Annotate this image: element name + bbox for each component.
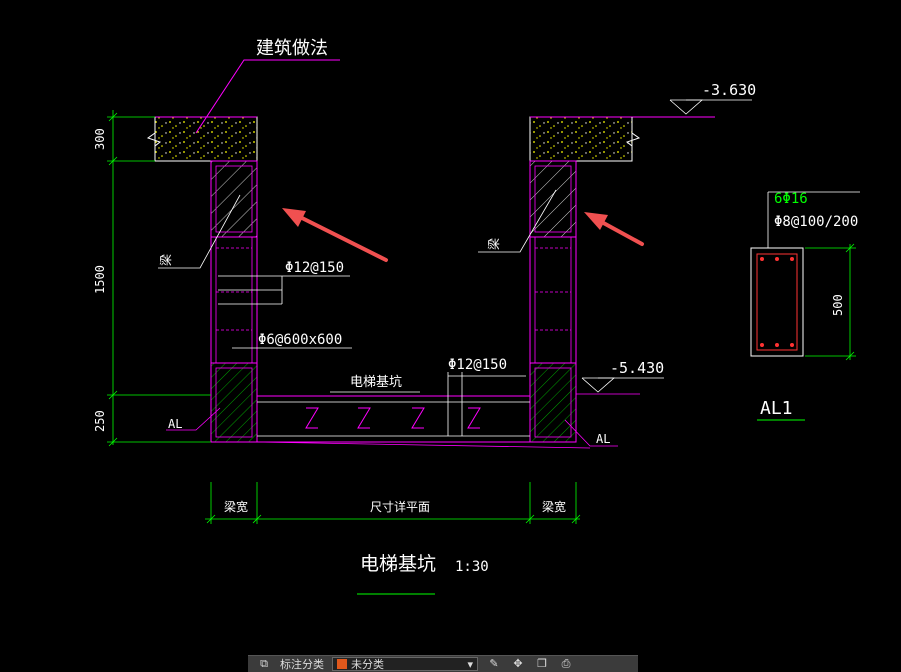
pencil-icon[interactable]: ✎ — [489, 657, 499, 670]
drawing-title: 电梯基坑 — [360, 553, 436, 575]
category-value: 未分类 — [351, 658, 384, 671]
construction-method-leader — [195, 59, 340, 134]
print-icon[interactable]: ⎙ — [561, 657, 571, 670]
left-dimension-line — [107, 110, 211, 447]
left-wall — [210, 236, 258, 364]
left-bottom-foundation — [210, 362, 258, 443]
category-select[interactable]: 未分类 ▾ — [332, 657, 478, 671]
dim-1500: 1500 — [93, 265, 107, 294]
dim-300: 300 — [93, 128, 107, 150]
elevation-top-label: -3.630 — [702, 81, 756, 99]
copy-icon[interactable]: ❐ — [537, 657, 547, 670]
rebar-phi6-label: Φ6@600x600 — [258, 332, 342, 348]
al1-section-name: AL1 — [760, 398, 793, 419]
pit-bottom-slab — [256, 372, 531, 443]
right-top-slab — [529, 116, 715, 162]
annotation-arrow-right — [584, 212, 644, 246]
beam-left-label: 梁 — [158, 254, 173, 266]
beam-width-left-label: 梁宽 — [224, 499, 248, 514]
layers-icon[interactable]: ⧉ — [260, 657, 268, 670]
rebar-phi12-150-left-label: Φ12@150 — [285, 260, 344, 276]
al1-stirrup-label: Φ8@100/200 — [774, 214, 858, 230]
rebar-phi12-150-bottom-label: Φ12@150 — [448, 357, 507, 373]
al-left-leader — [166, 407, 221, 431]
left-top-slab — [146, 116, 258, 162]
elevation-mark-top — [669, 99, 752, 115]
beam-width-right-label: 梁宽 — [542, 499, 566, 514]
right-bottom-foundation — [529, 362, 577, 443]
al-left-label: AL — [168, 417, 182, 431]
left-beam-section — [210, 160, 258, 238]
annotation-arrow-left — [282, 208, 388, 262]
size-see-plan-label: 尺寸详平面 — [370, 499, 430, 514]
right-beam-section — [529, 160, 577, 238]
chevron-down-icon: ▾ — [467, 657, 473, 671]
drawing-scale: 1:30 — [455, 559, 489, 575]
elevation-mark-bottom — [576, 377, 664, 395]
al1-height-label: 500 — [831, 294, 845, 316]
beam-left-leader — [158, 194, 241, 269]
annotation-toolbar: ⧉ 标注分类 未分类 ▾ ✎ ✥ ❐ ⎙ — [248, 655, 638, 672]
rebar-phi12-leader — [218, 275, 350, 305]
al1-dimension-line — [805, 243, 856, 361]
construction-method-label: 建筑做法 — [256, 38, 328, 59]
pit-label: 电梯基坑 — [350, 375, 402, 390]
beam-right-label: 梁 — [486, 238, 501, 250]
al-right-leader — [564, 419, 618, 447]
beam-right-leader — [478, 189, 557, 253]
dim-250: 250 — [93, 410, 107, 432]
category-label: 标注分类 — [280, 658, 324, 671]
elevation-bottom-label: -5.430 — [610, 359, 664, 377]
al-right-label: AL — [596, 432, 610, 446]
right-wall — [529, 236, 577, 364]
al1-top-rebar-label: 6Φ16 — [774, 191, 808, 207]
move-icon[interactable]: ✥ — [513, 657, 523, 670]
category-color-swatch — [337, 659, 347, 669]
bottom-dimension-line — [205, 482, 581, 524]
al1-section-detail — [750, 191, 860, 357]
